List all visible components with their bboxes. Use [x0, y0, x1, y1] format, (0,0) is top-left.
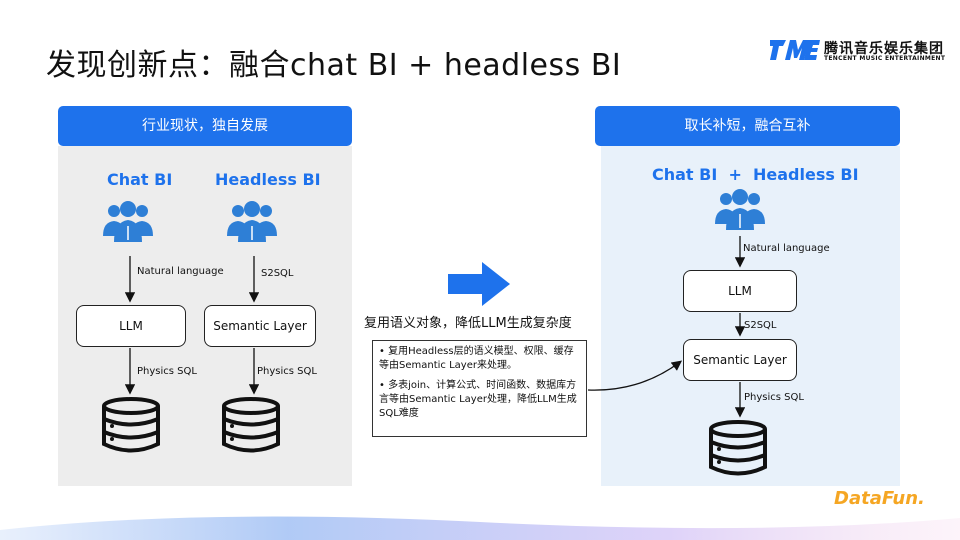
- database-icon: [709, 420, 767, 476]
- right-arrow-icon: [448, 262, 510, 306]
- left-header: 行业现状，独自发展: [58, 106, 352, 146]
- headless-bi-label: Headless BI: [215, 170, 321, 189]
- note-box: • 复用Headless层的语义模型、权限、缓存等由Semantic Layer…: [372, 340, 587, 437]
- brand-name-en: TENCENT MUSIC ENTERTAINMENT: [824, 55, 946, 62]
- right-header: 取长补短，融合互补: [595, 106, 900, 146]
- edge-label-physics-sql: Physics SQL: [744, 392, 804, 403]
- edge-label-s2sql: S2SQL: [744, 320, 777, 331]
- footer-wave: [0, 516, 960, 540]
- users-icon: [227, 201, 277, 242]
- tme-logo-icon: [770, 40, 820, 60]
- edge-label-physics-sql: Physics SQL: [137, 366, 197, 377]
- edge-label-s2sql: S2SQL: [261, 268, 294, 279]
- llm-node: LLM: [76, 305, 186, 347]
- users-icon: [715, 189, 765, 230]
- middle-caption: 复用语义对象，降低LLM生成复杂度: [364, 316, 572, 331]
- edge-label-physics-sql: Physics SQL: [257, 366, 317, 377]
- datafun-logo: DataFun.: [834, 488, 925, 509]
- semantic-layer-node: Semantic Layer: [204, 305, 316, 347]
- semantic-layer-node: Semantic Layer: [683, 339, 797, 381]
- llm-node: LLM: [683, 270, 797, 312]
- combined-bi-label: Chat BI + Headless BI: [652, 165, 859, 184]
- note-item: • 复用Headless层的语义模型、权限、缓存等由Semantic Layer…: [379, 346, 574, 371]
- chat-bi-label: Chat BI: [107, 170, 173, 189]
- users-icon: [103, 201, 153, 242]
- database-icon: [222, 397, 280, 453]
- page-title: 发现创新点：融合chat BI + headless BI: [46, 48, 622, 83]
- brand-logo: 腾讯音乐娱乐集团 TENCENT MUSIC ENTERTAINMENT: [770, 38, 945, 64]
- note-item: • 多表join、计算公式、时间函数、数据库方言等由Semantic Layer…: [379, 380, 577, 419]
- edge-label-natural-language: Natural language: [137, 266, 224, 277]
- edge-label-natural-language: Natural language: [743, 243, 830, 254]
- brand-name-cn: 腾讯音乐娱乐集团: [824, 41, 944, 57]
- database-icon: [102, 397, 160, 453]
